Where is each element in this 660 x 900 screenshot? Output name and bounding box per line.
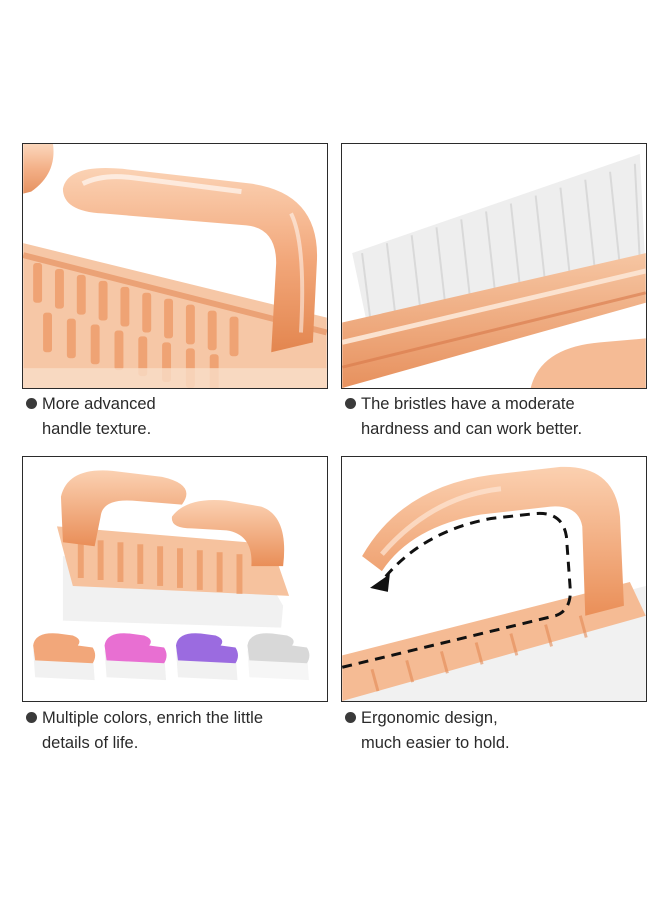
main-brush [56,470,290,628]
bullet-dot [26,398,37,409]
caption-line-1: The bristles have a moderate [361,395,575,413]
handle-closeup-illustration [23,144,327,388]
handle-texture-image [22,143,328,389]
caption-line-2: details of life. [42,734,139,752]
caption-line-1: More advanced [42,395,156,413]
bullet-dot [345,712,356,723]
clear-brush [247,633,310,681]
ergonomic-grip-illustration [342,457,646,701]
caption-line-1: Ergonomic design, [361,709,498,727]
pink-brush [104,633,167,681]
bullet-dot [26,712,37,723]
caption-line-2: handle texture. [42,420,152,438]
color-variants-image [22,456,328,702]
caption-line-2: much easier to hold. [361,734,510,752]
caption-line-2: hardness and can work better. [361,420,583,438]
bullet-dot [345,398,356,409]
purple-brush [175,633,238,681]
bristles-closeup-illustration [342,144,646,388]
caption-line-1: Multiple colors, enrich the little [42,709,264,727]
bristles-image [341,143,647,389]
ergonomic-image [341,456,647,702]
brush-variants-illustration [23,457,327,701]
orange-brush [33,633,96,681]
